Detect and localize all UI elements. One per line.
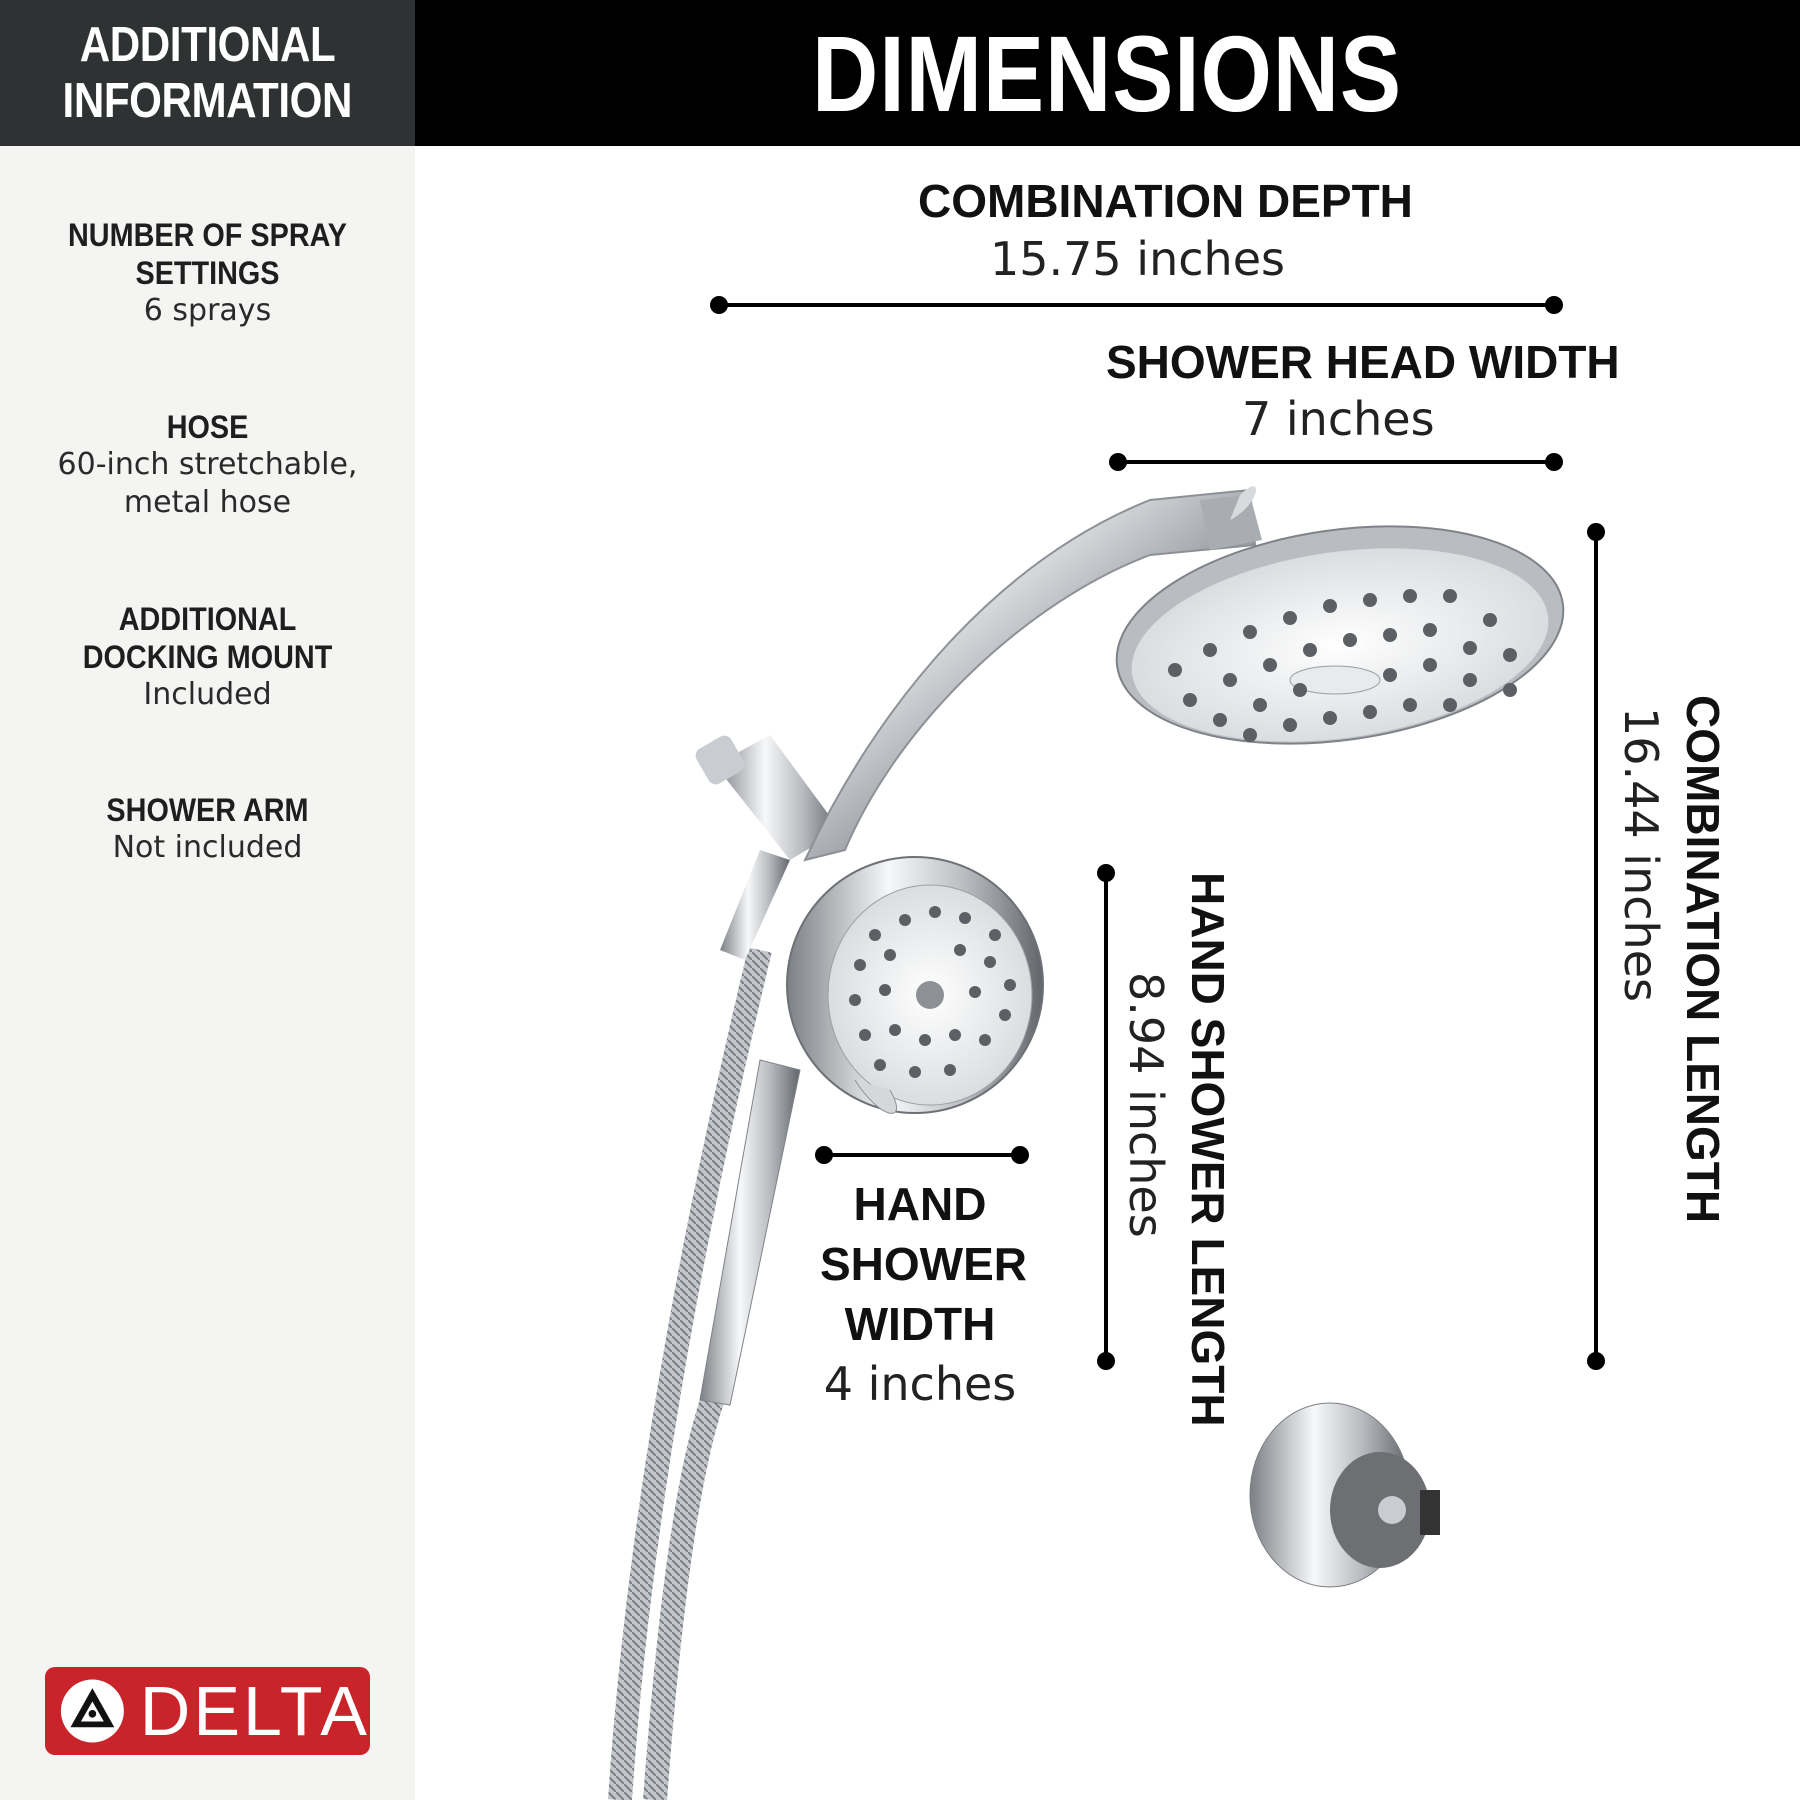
combination-length-value: 16.44 inches xyxy=(1614,707,1668,1002)
delta-triangle-icon xyxy=(60,1679,124,1743)
hand-shower-length-value: 8.94 inches xyxy=(1119,972,1173,1238)
hand-shower-width-group: HAND SHOWER WIDTH 4 inches xyxy=(820,1174,1027,1414)
info-value: 60-inch stretchable, xyxy=(57,447,358,482)
docking-mount xyxy=(1249,1402,1440,1588)
info-label: DOCKING MOUNT xyxy=(82,639,333,675)
info-value: Included xyxy=(143,677,272,712)
info-shower-arm: SHOWER ARM Not included xyxy=(0,791,415,867)
sidebar-title-line2: INFORMATION xyxy=(62,74,353,128)
hand-shower-width-label: SHOWER xyxy=(820,1238,1027,1290)
hose xyxy=(608,947,772,1800)
info-sidebar: ADDITIONAL INFORMATION NUMBER OF SPRAY S… xyxy=(0,0,415,1800)
info-value: Not included xyxy=(112,830,303,865)
hose-lower xyxy=(643,1375,732,1800)
hand-shower-width-label: WIDTH xyxy=(844,1298,996,1350)
dimensions-header: DIMENSIONS xyxy=(415,0,1800,146)
hand-shower xyxy=(699,856,1044,1406)
hand-shower-width-value: 4 inches xyxy=(823,1357,1017,1411)
sidebar-header: ADDITIONAL INFORMATION xyxy=(0,0,415,146)
combination-depth-value: 15.75 inches xyxy=(990,232,1285,286)
info-spray-settings: NUMBER OF SPRAY SETTINGS 6 sprays xyxy=(0,216,415,330)
combination-length-label: COMBINATION LENGTH xyxy=(1677,695,1729,1224)
combination-depth-label: COMBINATION DEPTH xyxy=(918,175,1413,227)
info-hose: HOSE 60-inch stretchable, metal hose xyxy=(0,408,415,522)
shower-head-width-label: SHOWER HEAD WIDTH xyxy=(1106,336,1620,388)
sidebar-title-line1: ADDITIONAL xyxy=(79,18,336,72)
info-label: HOSE xyxy=(166,409,249,445)
delta-logo: DELTA xyxy=(45,1667,370,1755)
brand-name: DELTA xyxy=(139,1672,370,1750)
info-value: metal hose xyxy=(123,485,292,520)
hand-shower-length-group: HAND SHOWER LENGTH 8.94 inches xyxy=(1119,872,1235,1427)
dimension-lines xyxy=(719,303,1598,1361)
info-value: 6 sprays xyxy=(143,293,272,328)
info-docking-mount: ADDITIONAL DOCKING MOUNT Included xyxy=(0,600,415,714)
dimension-endpoints xyxy=(710,296,1605,1370)
page-title: DIMENSIONS xyxy=(812,12,1403,134)
mount-arm xyxy=(715,735,840,860)
info-label: SHOWER ARM xyxy=(106,792,309,828)
hand-shower-length-label: HAND SHOWER LENGTH xyxy=(1182,872,1234,1427)
info-label: SETTINGS xyxy=(135,255,280,291)
info-label: NUMBER OF SPRAY xyxy=(68,217,347,253)
info-label: ADDITIONAL xyxy=(118,601,297,637)
shower-head-width-value: 7 inches xyxy=(1242,392,1435,446)
combination-length-group: COMBINATION LENGTH 16.44 inches xyxy=(1614,695,1730,1223)
nozzles xyxy=(849,589,1517,1078)
hand-shower-width-label: HAND xyxy=(853,1178,987,1230)
